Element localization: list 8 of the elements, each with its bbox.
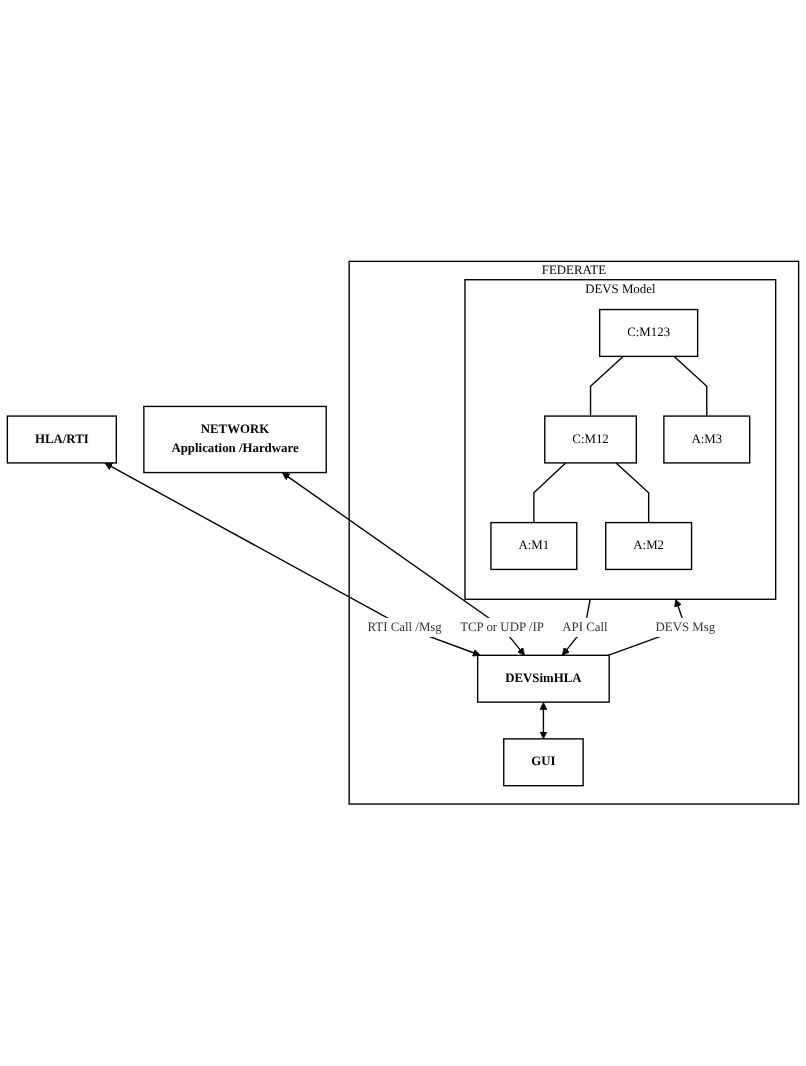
connector bbox=[615, 462, 650, 524]
arrow bbox=[281, 472, 525, 656]
connector bbox=[533, 462, 567, 524]
arrow bbox=[561, 598, 591, 656]
arrow bbox=[104, 463, 481, 657]
arrow bbox=[539, 702, 548, 740]
connector bbox=[673, 356, 708, 418]
connector bbox=[589, 356, 624, 418]
